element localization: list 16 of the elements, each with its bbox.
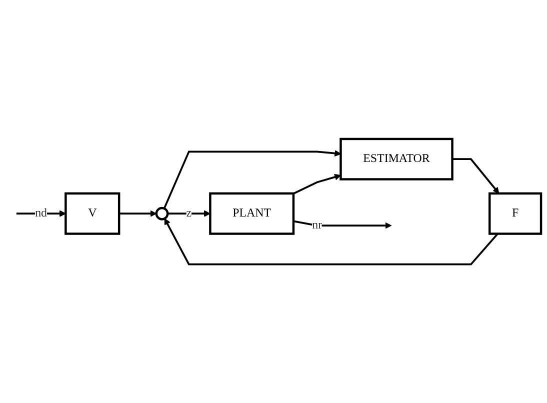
node-box: ESTIMATOR	[340, 138, 454, 180]
arrow	[163, 150, 342, 209]
arrow	[16, 210, 66, 217]
edge-label: nd	[35, 206, 48, 220]
arrow	[293, 220, 392, 229]
arrow	[168, 210, 210, 217]
arrow	[452, 158, 500, 194]
edge-label: z	[186, 206, 192, 220]
arrow	[119, 210, 157, 217]
edge-label: nr	[312, 218, 322, 232]
node-box: PLANT	[209, 192, 295, 235]
node-box: V	[64, 192, 120, 235]
node-box: F	[488, 192, 542, 235]
arrow	[293, 174, 342, 194]
node-circle	[155, 206, 169, 220]
arrow	[164, 218, 498, 266]
